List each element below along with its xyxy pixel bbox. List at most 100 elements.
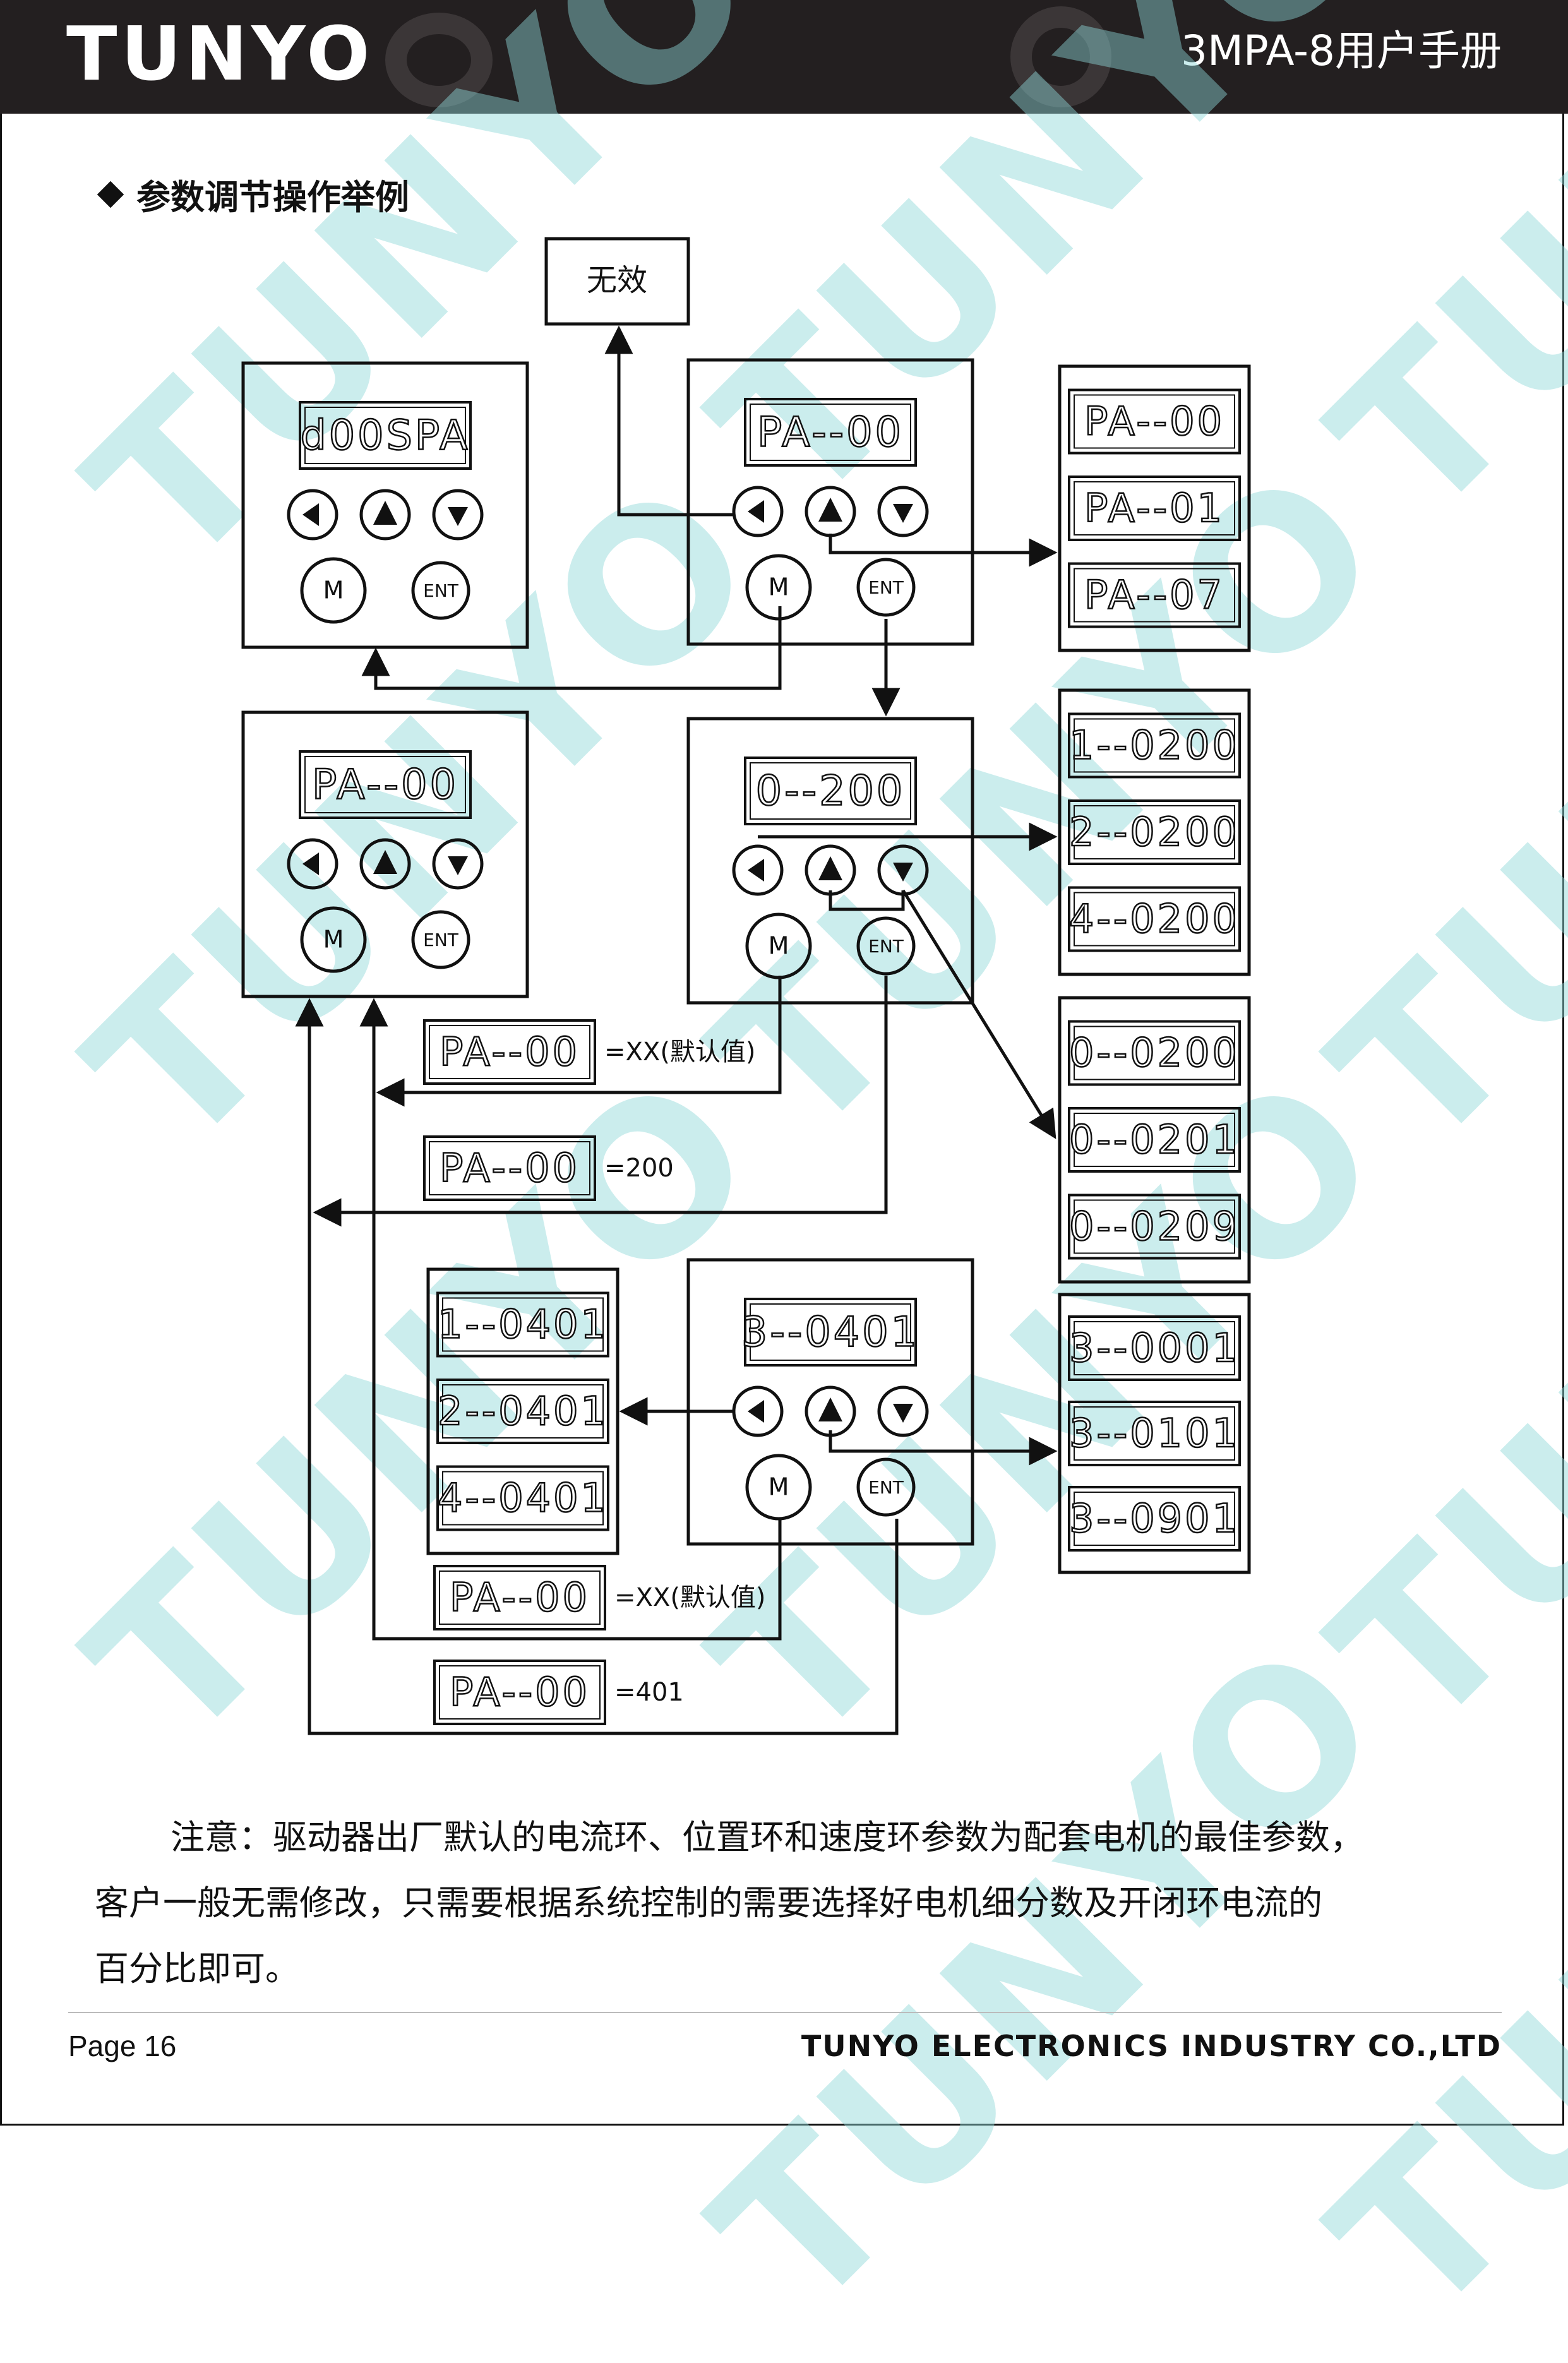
page-frame <box>0 114 1564 2126</box>
left-key-button[interactable] <box>732 844 784 896</box>
ent-key-label: ENT <box>868 1477 904 1498</box>
seven-seg-display-inner <box>1074 394 1235 449</box>
seven-seg-display <box>436 1379 609 1444</box>
seven-seg-readout: 3--0401 <box>741 1309 919 1356</box>
seven-seg-readout: 1--0200 <box>1069 722 1240 769</box>
seven-seg-readout: 4--0401 <box>438 1475 608 1521</box>
section-title: 参数调节操作举例 <box>97 169 409 219</box>
down-arrow-icon <box>893 504 913 523</box>
ent-key-button[interactable] <box>856 558 916 617</box>
seven-seg-display-inner <box>429 1025 590 1079</box>
seven-seg-display-inner <box>750 1303 911 1361</box>
seven-seg-readout: 3--0901 <box>1069 1495 1240 1541</box>
ent-key-button[interactable] <box>411 561 470 620</box>
seven-seg-display-inner <box>304 407 466 464</box>
seven-seg-readout: PA--07 <box>1084 572 1224 618</box>
seven-seg-display-inner <box>1074 1026 1235 1080</box>
seven-seg-readout: PA--01 <box>1084 485 1224 531</box>
seven-seg-display-inner <box>750 762 911 820</box>
seven-seg-readout: 4--0200 <box>1069 896 1240 942</box>
ent-key-label: ENT <box>868 577 904 598</box>
seven-seg-readout: 0--0201 <box>1069 1116 1240 1163</box>
left-key-button[interactable] <box>732 486 784 537</box>
manual-title: 3MPA-8用户手册 <box>1180 27 1502 75</box>
company-name: TUNYO ELECTRONICS INDUSTRY CO.,LTD <box>801 2029 1502 2063</box>
seven-seg-display <box>1068 476 1241 541</box>
seven-seg-readout: 2--0401 <box>438 1388 608 1434</box>
down-arrow-icon <box>448 507 468 526</box>
seven-seg-readout: 3--0001 <box>1069 1325 1240 1371</box>
left-key-button[interactable] <box>732 1385 784 1437</box>
flow-connector <box>604 325 733 517</box>
left-key-button[interactable] <box>287 489 338 541</box>
m-key-label: M <box>769 1473 789 1501</box>
seven-seg-readout: 0--0209 <box>1069 1204 1240 1250</box>
keypad-panel <box>686 1258 974 1546</box>
up-arrow-icon <box>818 1397 842 1421</box>
up-key-button[interactable] <box>359 489 411 541</box>
seven-seg-readout: PA--00 <box>1084 398 1224 445</box>
seven-seg-readout: d00SPA <box>300 412 470 460</box>
left-key-button[interactable] <box>287 838 338 890</box>
page-number: Page 16 <box>68 2030 177 2062</box>
seven-seg-readout: PA--00 <box>450 1574 590 1620</box>
m-key-button[interactable] <box>300 906 367 973</box>
down-key-button[interactable] <box>877 486 929 537</box>
up-arrow-icon <box>373 501 397 525</box>
seven-seg-display <box>1068 1315 1241 1381</box>
seven-seg-readout: 1--0401 <box>438 1301 608 1348</box>
keypad-panel <box>686 717 974 1005</box>
seven-seg-readout: 3--0101 <box>1069 1410 1240 1456</box>
seven-seg-display <box>436 1465 609 1531</box>
seven-seg-display-inner <box>1074 568 1235 623</box>
seven-seg-display-inner <box>442 1471 604 1526</box>
ent-key-label: ENT <box>423 580 459 601</box>
seven-seg-display-inner <box>1074 1492 1235 1546</box>
seven-seg-display-inner <box>1074 718 1235 773</box>
options-panel <box>1058 688 1251 976</box>
up-arrow-icon <box>373 850 397 874</box>
seven-seg-display-inner <box>1074 805 1235 859</box>
down-key-button[interactable] <box>432 838 484 890</box>
down-key-button[interactable] <box>432 489 484 541</box>
ent-key-button[interactable] <box>856 916 916 976</box>
seven-seg-display-inner <box>304 756 466 813</box>
seven-seg-display <box>1068 1486 1241 1552</box>
left-arrow-icon <box>302 852 319 875</box>
invalid-label: 无效 <box>587 263 647 298</box>
ent-key-button[interactable] <box>856 1457 916 1517</box>
up-key-button[interactable] <box>359 838 411 890</box>
note-paragraph: 注意：驱动器出厂默认的电流环、位置环和速度环参数为配套电机的最佳参数， 客户一般… <box>95 1805 1490 2002</box>
seven-seg-display <box>423 1019 596 1085</box>
down-arrow-icon <box>893 863 913 882</box>
m-key-button[interactable] <box>300 557 367 624</box>
seven-seg-display-inner <box>442 1297 604 1352</box>
seven-seg-display-inner <box>1074 892 1235 947</box>
seven-seg-readout: PA--00 <box>440 1145 580 1191</box>
options-panel <box>1058 364 1251 652</box>
seven-seg-display-inner <box>442 1384 604 1439</box>
ent-key-label: ENT <box>423 930 459 950</box>
seven-seg-readout: 0--0200 <box>1069 1030 1240 1076</box>
note-line: 注意：驱动器出厂默认的电流环、位置环和速度环参数为配套电机的最佳参数， <box>171 1817 1364 1857</box>
section-title-text: 参数调节操作举例 <box>136 177 409 217</box>
seven-seg-readout: PA--00 <box>757 409 904 457</box>
seven-seg-display-inner <box>750 404 911 461</box>
ent-key-button[interactable] <box>411 910 470 969</box>
flow-connector <box>359 998 782 1641</box>
note-line: 客户一般无需修改，只需要根据系统控制的需要选择好电机细分数及开闭环电流的 <box>95 1883 1322 1923</box>
seven-seg-display-inner <box>1074 1321 1235 1375</box>
options-panel <box>426 1267 619 1555</box>
left-arrow-icon <box>748 859 764 882</box>
seven-seg-display <box>436 1291 609 1358</box>
ent-key-label: ENT <box>868 936 904 957</box>
down-key-button[interactable] <box>877 1385 929 1437</box>
keypad-panel <box>241 710 529 998</box>
options-panel <box>1058 996 1251 1284</box>
seven-seg-display <box>744 1298 917 1367</box>
seven-seg-display <box>744 398 917 467</box>
seven-seg-display <box>1068 1020 1241 1086</box>
value-note: =200 <box>604 1154 674 1183</box>
seven-seg-display-inner <box>1074 481 1235 535</box>
left-arrow-icon <box>748 500 764 523</box>
